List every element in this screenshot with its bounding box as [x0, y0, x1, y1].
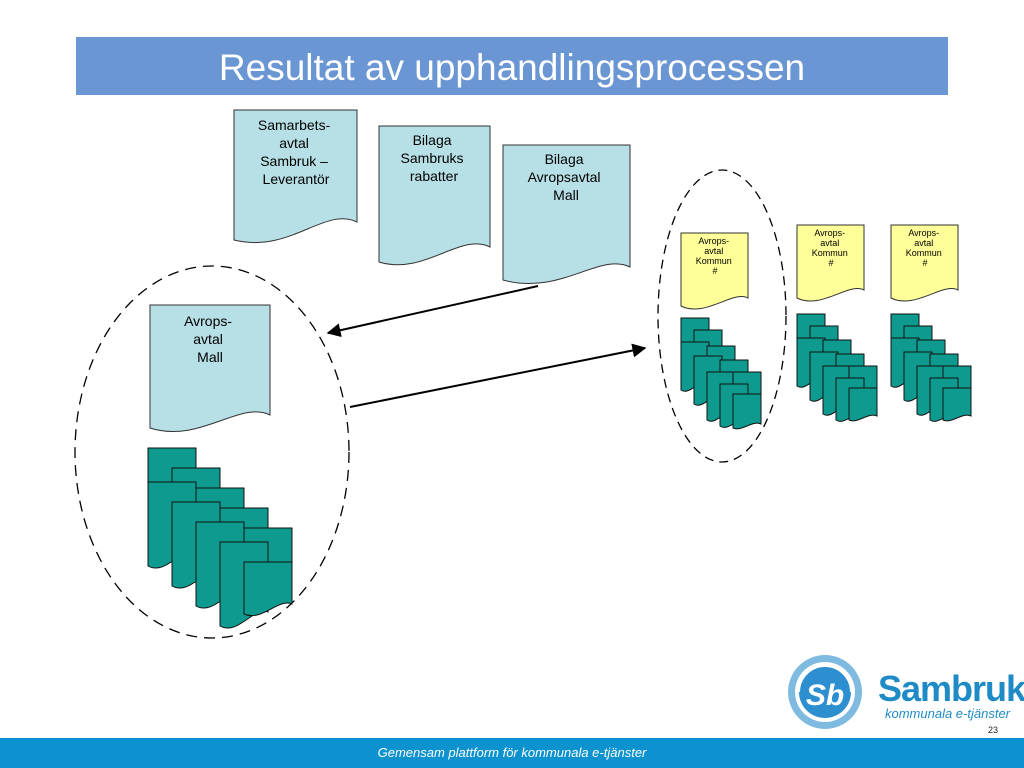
svg-text:Bilaga Avropsavtal: Bilaga Avropsavtal Mall	[528, 151, 605, 203]
arrow-to-mall	[326, 285, 539, 338]
brand-name: Sambruk	[878, 668, 1024, 709]
doc-text-line: Avropsavtal	[528, 169, 601, 185]
doc-text-line: Mall	[553, 187, 579, 203]
doc-text-line: avtal	[279, 135, 309, 151]
doc-text-line: Sambruk –	[260, 153, 328, 169]
doc-text-line: Avrops-	[184, 313, 232, 329]
doc-text-line: #	[828, 258, 833, 268]
doc-text-line: Samarbets-	[258, 117, 331, 133]
document-samarbetsavtal: Samarbets- avtal Sambruk – Leverantör	[233, 109, 358, 244]
document-avropsavtal-mall: Avrops- avtal Mall	[149, 304, 271, 433]
slide-title: Resultat av upphandlingsprocessen	[218, 47, 806, 88]
doc-text-line: Kommun	[812, 248, 848, 258]
doc-text-line: Avrops-	[698, 236, 729, 246]
logo-monogram: Sb	[806, 679, 844, 712]
document-kommun-3: Avrops- avtal Kommun #	[890, 224, 959, 302]
sambruk-logo-emblem: Sb	[788, 655, 862, 729]
doc-text-line: Avrops-	[814, 228, 845, 238]
arrow-to-kommun	[349, 343, 647, 408]
brand-tagline: kommunala e-tjänster	[885, 706, 1010, 721]
right-dashed-ellipse	[657, 169, 787, 463]
doc-text-line: rabatter	[410, 168, 459, 184]
doc-text-line: Kommun	[696, 256, 732, 266]
doc-text-line: #	[922, 258, 927, 268]
doc-text-line: Kommun	[906, 248, 942, 258]
doc-text-line: Mall	[197, 349, 223, 365]
document-stack-kommun-2	[796, 313, 878, 422]
svg-text:Avrops- avtal Komm: Avrops- avtal Kommun #	[696, 236, 735, 276]
doc-text-line: Avrops-	[908, 228, 939, 238]
footer-text: Gemensam plattform för kommunala e-tjäns…	[377, 745, 647, 760]
doc-text-line: Bilaga	[545, 151, 584, 167]
svg-text:Bilaga Sambruks ra: Bilaga Sambruks rabatter	[401, 132, 468, 184]
doc-text-line: avtal	[193, 331, 223, 347]
doc-text-line: avtal	[914, 238, 933, 248]
svg-text:Avrops- avtal Komm: Avrops- avtal Kommun #	[906, 228, 945, 268]
svg-text:Samarbets- avtal S: Samarbets- avtal Sambruk – Leverantör	[258, 117, 334, 187]
doc-text-line: Bilaga	[413, 132, 452, 148]
document-kommun-2: Avrops- avtal Kommun #	[796, 224, 865, 302]
doc-text-line: #	[712, 266, 717, 276]
left-dashed-ellipse	[74, 265, 350, 639]
title-bar: Resultat av upphandlingsprocessen	[76, 37, 948, 95]
document-bilaga-rabatter: Bilaga Sambruks rabatter	[378, 125, 491, 266]
document-stack-left	[147, 447, 293, 629]
document-kommun-1: Avrops- avtal Kommun #	[680, 232, 749, 310]
doc-text-line: avtal	[704, 246, 723, 256]
doc-text-line: avtal	[820, 238, 839, 248]
doc-text-line: Sambruks	[401, 150, 464, 166]
page-number: 23	[987, 725, 998, 735]
footer-bar: Gemensam plattform för kommunala e-tjäns…	[0, 738, 1024, 768]
svg-text:Avrops- avtal Komm: Avrops- avtal Kommun #	[812, 228, 851, 268]
document-stack-kommun-1	[680, 317, 762, 430]
svg-text:Avrops- avtal Mall: Avrops- avtal Mall	[184, 313, 236, 365]
document-stack-kommun-3	[890, 313, 972, 422]
doc-text-line: Leverantör	[263, 171, 330, 187]
document-bilaga-avropsavtal: Bilaga Avropsavtal Mall	[502, 144, 631, 285]
